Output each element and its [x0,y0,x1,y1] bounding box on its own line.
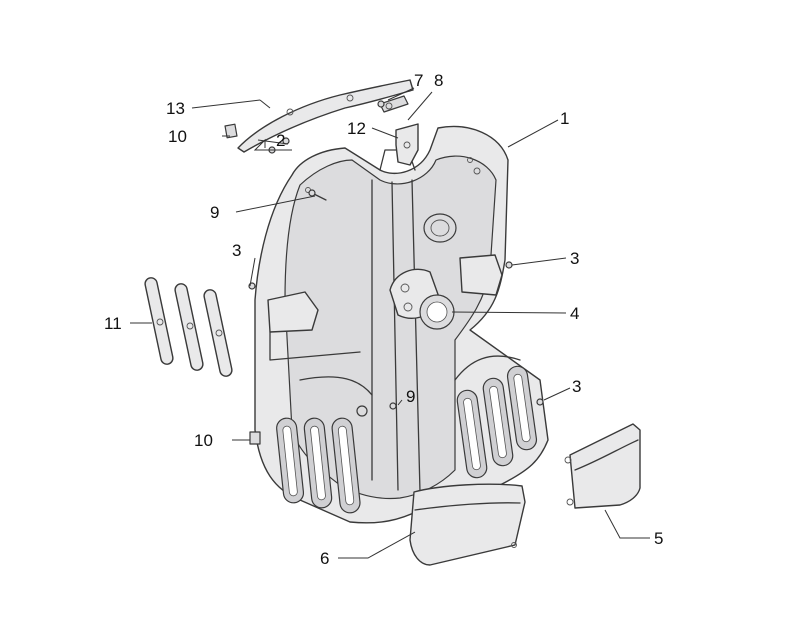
mounting-bracket [379,95,419,166]
leader-lines [130,87,650,559]
callout-3c: 3 [572,377,581,396]
callout-3a: 3 [232,241,241,260]
callout-6: 6 [320,549,329,568]
callout-10b: 10 [194,431,213,450]
callout-9b: 9 [406,387,415,406]
right-side-cover [564,423,641,509]
left-vent-slots [276,417,361,514]
callout-5: 5 [654,529,663,548]
callout-3b: 3 [570,249,579,268]
right-vent-slots [456,365,538,479]
callout-2: 2 [276,131,285,150]
callout-10a: 10 [168,127,187,146]
lower-front-cover [409,483,526,566]
callout-12: 12 [347,119,366,138]
callout-8: 8 [434,71,443,90]
callout-11: 11 [104,314,122,333]
top-trim-strip [237,79,414,153]
vent-grilles [144,277,233,377]
fuel-cap-housing [389,268,455,330]
callout-9a: 9 [210,203,219,222]
callout-7: 7 [414,71,423,90]
callout-4: 4 [570,304,579,323]
callout-labels: 1 2 3 3 3 4 5 6 7 8 9 9 10 10 11 12 13 [104,71,663,568]
callout-13: 13 [166,99,185,118]
callout-1: 1 [560,109,569,128]
